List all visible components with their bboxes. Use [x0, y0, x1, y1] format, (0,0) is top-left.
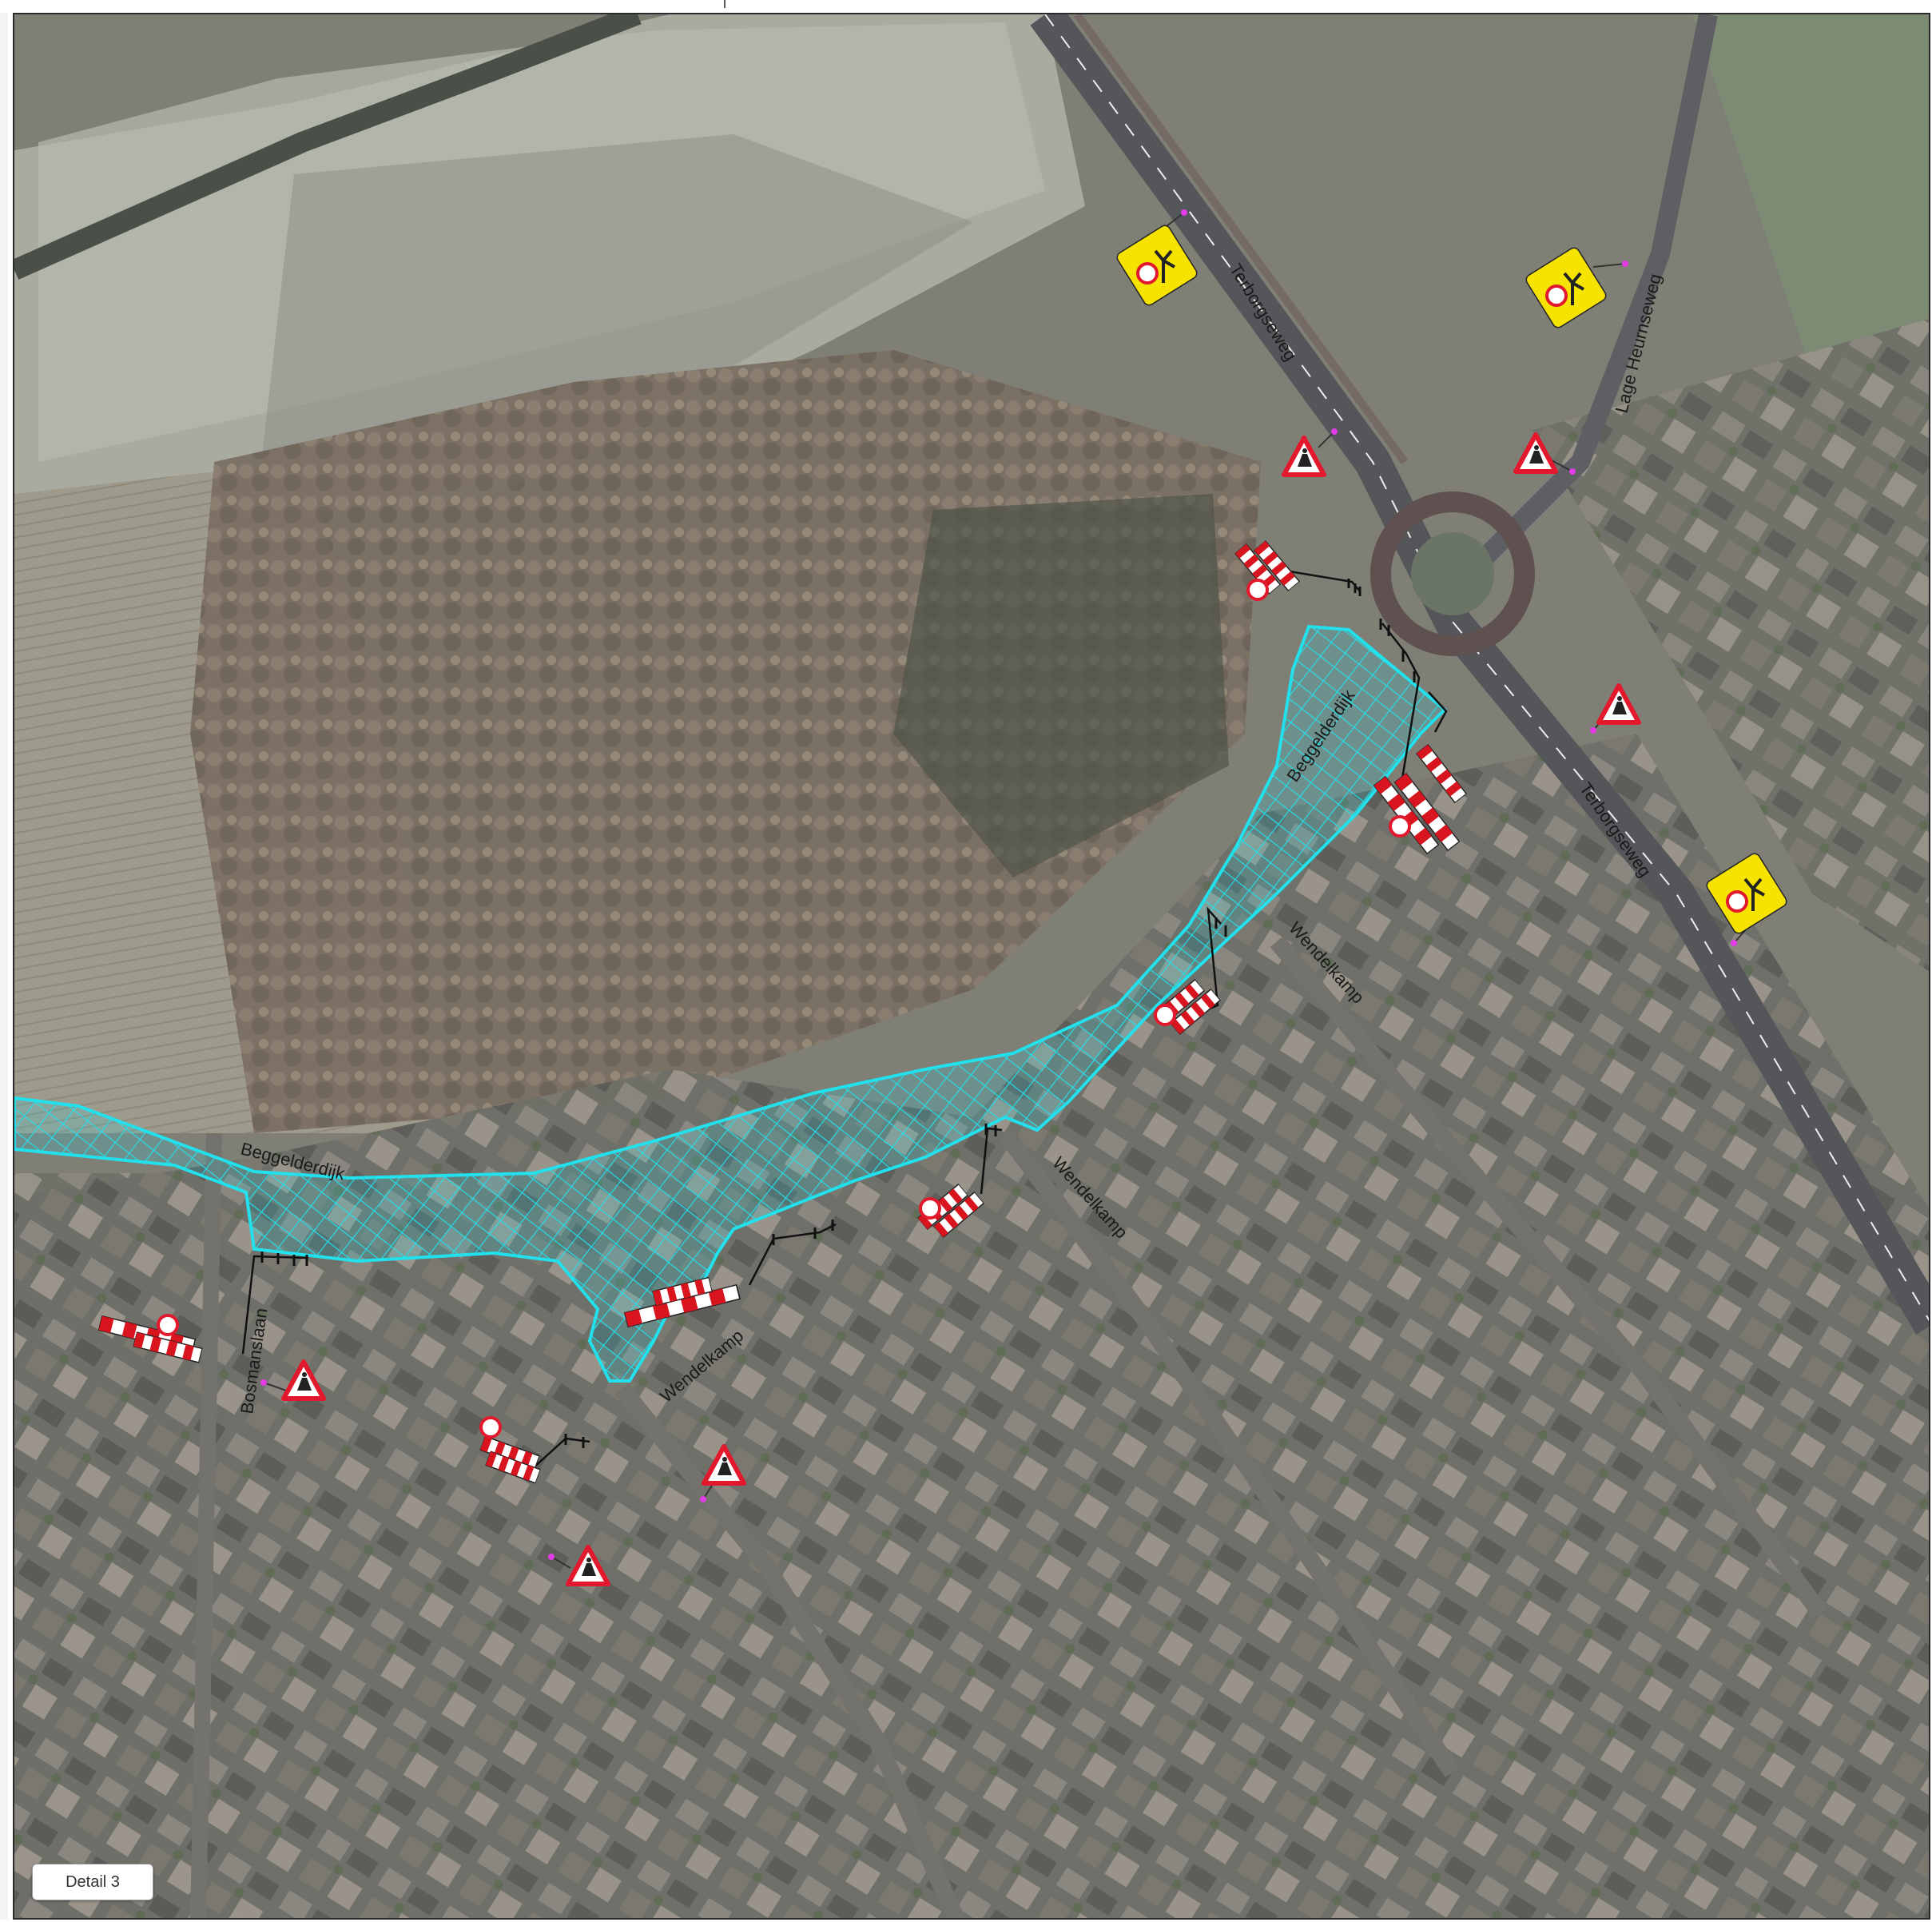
detour-sign[interactable]	[1113, 209, 1201, 309]
detour-sign[interactable]	[1703, 850, 1791, 946]
work-area	[14, 624, 1447, 1383]
barrier[interactable]	[1373, 619, 1467, 854]
road-closed-icon	[1389, 815, 1411, 838]
frame-tick	[724, 0, 725, 8]
warning-sign[interactable]	[1590, 686, 1639, 734]
warning-sign[interactable]	[548, 1547, 608, 1584]
barrier[interactable]	[1234, 540, 1362, 601]
road-closed-icon	[479, 1416, 502, 1439]
detour-sign[interactable]	[1522, 244, 1628, 332]
barrier[interactable]	[1154, 906, 1227, 1035]
road-closed-icon	[1154, 1004, 1176, 1026]
road-closed-icon	[1246, 579, 1269, 601]
barrier[interactable]	[97, 1251, 309, 1363]
road-closed-icon	[157, 1314, 179, 1336]
barrier[interactable]	[624, 1220, 837, 1328]
warning-sign[interactable]	[700, 1446, 744, 1502]
road-closed-icon	[919, 1197, 941, 1220]
barrier[interactable]	[917, 1124, 1003, 1238]
map-frame[interactable]: Terborgseweg Lage Heurnseweg Terborgsewe…	[13, 13, 1930, 1920]
detail-button[interactable]: Detail 3	[32, 1864, 153, 1900]
warning-sign[interactable]	[1516, 435, 1576, 475]
barrier[interactable]	[479, 1416, 590, 1484]
warning-sign[interactable]	[1284, 428, 1338, 475]
left-margin-strip	[0, 13, 8, 1920]
warning-sign[interactable]	[260, 1362, 324, 1399]
aerial-map[interactable]: Terborgseweg Lage Heurnseweg Terborgsewe…	[14, 14, 1930, 1920]
